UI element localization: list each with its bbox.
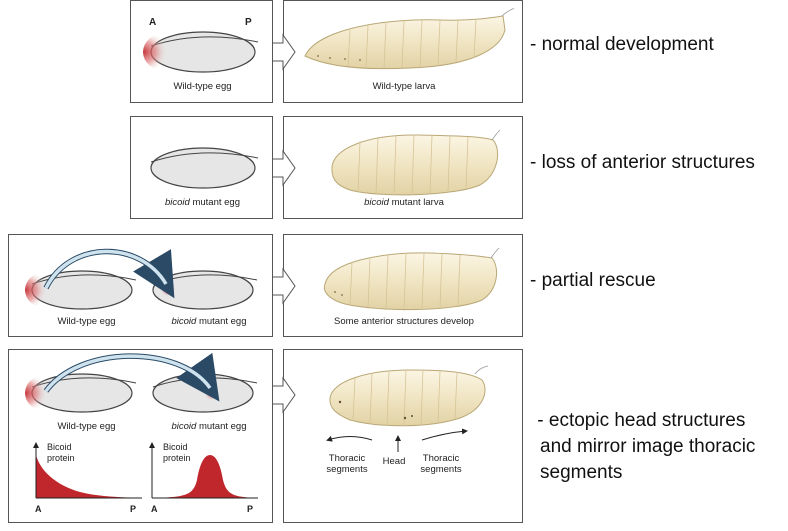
row4-larva-panel: Thoracic segments Head Thoracic segments xyxy=(283,349,523,523)
bicoid-mutant-egg xyxy=(150,147,259,189)
wildtype-egg xyxy=(143,31,259,73)
annot-left-1: Thoracic xyxy=(328,453,366,464)
open-arrow xyxy=(273,33,296,71)
egg-label-wildtype: Wild-type egg xyxy=(57,316,116,327)
graph1-ylabel-2: protein xyxy=(47,453,75,463)
open-arrow xyxy=(273,149,296,187)
graph2-ylabel-2: protein xyxy=(163,453,191,463)
egg-label-wildtype: Wild-type egg xyxy=(57,421,116,432)
axis-anterior-label: A xyxy=(149,17,157,28)
axis-posterior-label: P xyxy=(245,17,252,28)
graph1-a-label: A xyxy=(35,504,42,514)
row4-caption-3: segments xyxy=(540,462,623,483)
egg-label: bicoid mutant egg xyxy=(165,197,240,208)
wildtype-egg xyxy=(25,270,137,310)
egg-label: Wild-type egg xyxy=(173,81,232,92)
row4-caption-1: - ectopic head structures xyxy=(532,410,746,431)
egg-label-mutant: bicoid mutant egg xyxy=(171,316,247,327)
double-head-larva xyxy=(329,365,489,427)
graph2-p-label: P xyxy=(247,504,254,514)
wildtype-egg xyxy=(25,373,137,413)
open-arrow xyxy=(273,267,296,305)
left-direction-arrow xyxy=(326,435,373,442)
larva-label: Some anterior structures develop xyxy=(334,316,474,327)
graph1-p-label: P xyxy=(130,504,137,514)
larva-label: Wild-type larva xyxy=(372,81,436,92)
graph2-ylabel-1: Bicoid xyxy=(163,442,188,452)
right-direction-arrow xyxy=(421,428,468,441)
row3-caption: - partial rescue xyxy=(530,270,656,291)
bicoid-gradient-graph-2 xyxy=(149,442,258,499)
row1-caption: - normal development xyxy=(530,34,714,55)
graph1-ylabel-1: Bicoid xyxy=(47,442,72,452)
bicoid-mutant-larva xyxy=(331,129,501,196)
open-arrow xyxy=(273,376,296,414)
row4-caption-2: and mirror image thoracic xyxy=(540,436,756,457)
partially-rescued-larva xyxy=(323,247,500,312)
annot-left-2: segments xyxy=(326,464,368,475)
annot-right-2: segments xyxy=(420,464,462,475)
bicoid-gradient-graph-1 xyxy=(33,442,142,499)
egg-label-mutant: bicoid mutant egg xyxy=(171,421,247,432)
bicoid-mutant-egg xyxy=(152,270,258,310)
larva-label: bicoid mutant larva xyxy=(364,197,444,208)
annot-head: Head xyxy=(382,456,406,467)
row2-caption: - loss of anterior structures xyxy=(530,152,755,173)
annot-right-1: Thoracic xyxy=(422,453,460,464)
wildtype-larva xyxy=(304,7,515,70)
graph2-a-label: A xyxy=(151,504,158,514)
